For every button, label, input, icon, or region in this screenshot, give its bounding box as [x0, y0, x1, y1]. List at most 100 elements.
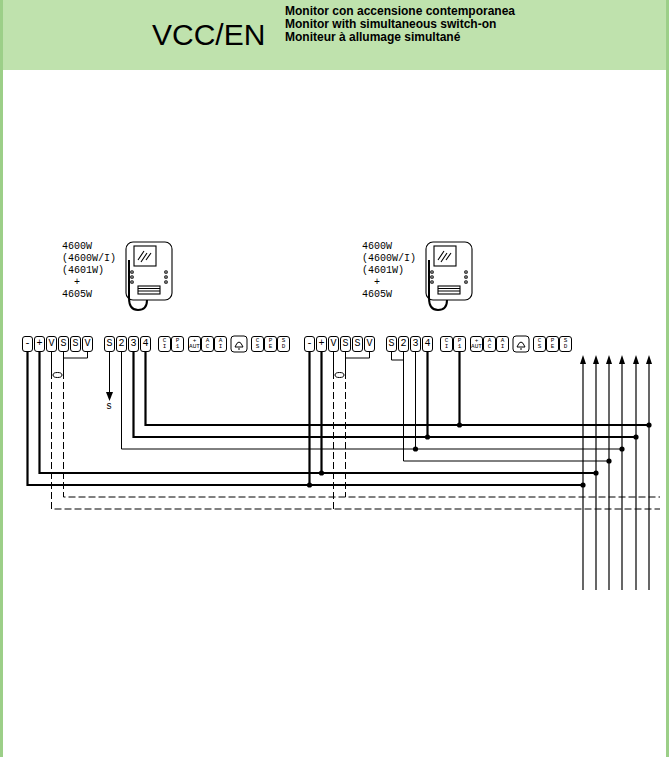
terminal-box: + AUT — [188, 336, 201, 352]
pin-name: + — [318, 338, 324, 350]
pin-name: S D — [282, 338, 286, 351]
terminal-box: S — [70, 336, 81, 352]
pin-name: 2 — [400, 338, 406, 350]
pin-name: P 1 — [458, 338, 462, 351]
frame-line — [0, 0, 3, 757]
frame-line — [666, 0, 669, 757]
pin-name: V — [366, 338, 372, 350]
pin-name: 2 — [118, 338, 124, 350]
pin-name: S — [106, 338, 112, 350]
pin-name: P E — [551, 338, 555, 351]
terminal-box: V — [364, 336, 375, 352]
riser-lines — [583, 362, 649, 590]
terminal-box: 2 — [116, 336, 127, 352]
model-number: (4600W/I) — [62, 253, 116, 265]
model-number: 4605W — [62, 289, 92, 301]
pin-name: + AUT — [189, 338, 200, 351]
pin-name: C S — [256, 338, 260, 351]
terminal-box: P E — [546, 336, 559, 352]
terminal-box: V — [46, 336, 57, 352]
subtitle-line: Moniteur à allumage simultané — [285, 31, 460, 44]
terminal-box: S — [104, 336, 115, 352]
monitor-icon — [126, 242, 172, 310]
thick-wires — [28, 352, 650, 485]
terminal-box: 3 — [128, 336, 139, 352]
terminal-box: S D — [277, 336, 290, 352]
pin-name: + AUT — [471, 338, 482, 351]
pin-name: - — [24, 338, 30, 350]
pin-name: S — [354, 338, 360, 350]
model-number: + — [374, 277, 380, 289]
pin-name: A I — [219, 338, 223, 351]
title: VCC/EN — [152, 19, 265, 51]
terminal-box: 2 — [398, 336, 409, 352]
pin-name: 3 — [412, 338, 418, 350]
pin-name: C I — [445, 338, 449, 351]
terminal-box: + — [316, 336, 327, 352]
terminal-box: S D — [559, 336, 572, 352]
terminal-box: S — [58, 336, 69, 352]
terminal-box: C S — [533, 336, 546, 352]
model-number: (4600W/I) — [362, 253, 416, 265]
model-number: (4601W) — [62, 265, 104, 277]
terminal-box: S — [352, 336, 363, 352]
pin-name: S D — [564, 338, 568, 351]
riser-arrowheads — [106, 355, 652, 401]
pin-name: S — [72, 338, 78, 350]
terminal-box: S — [340, 336, 351, 352]
pin-name: + — [36, 338, 42, 350]
terminal-box: 4 — [140, 336, 151, 352]
header-band — [0, 0, 669, 70]
terminal-box: 3 — [410, 336, 421, 352]
terminal-box: A I — [496, 336, 509, 352]
terminal-box: 4 — [422, 336, 433, 352]
terminal-box: V — [82, 336, 93, 352]
thin-wires — [52, 352, 623, 461]
terminal-box: C I — [158, 336, 171, 352]
terminal-box: - — [304, 336, 315, 352]
model-number: 4600W — [362, 241, 392, 253]
terminal-box: S — [386, 336, 397, 352]
pin-name: P 1 — [176, 338, 180, 351]
monitor-icon — [426, 242, 472, 310]
subtitle-line: Monitor con accensione contemporanea — [285, 5, 515, 18]
terminal-box: + — [34, 336, 45, 352]
pin-name: C I — [163, 338, 167, 351]
pin-name: A I — [501, 338, 505, 351]
model-number: + — [74, 277, 80, 289]
terminal-box: V — [328, 336, 339, 352]
terminal-box: C S — [251, 336, 264, 352]
pin-name: 3 — [130, 338, 136, 350]
pin-name: V — [330, 338, 336, 350]
cable-mark — [53, 373, 344, 378]
pin-name: S — [388, 338, 394, 350]
pin-name: V — [84, 338, 90, 350]
pin-name: A C — [206, 338, 210, 351]
subtitle-line: Monitor with simultaneous switch-on — [285, 18, 496, 31]
pin-name: A C — [488, 338, 492, 351]
model-number: 4600W — [62, 241, 92, 253]
terminal-box: C I — [440, 336, 453, 352]
terminal-box: - — [22, 336, 33, 352]
terminal-box: A C — [201, 336, 214, 352]
terminal-box: P 1 — [171, 336, 184, 352]
bell-terminal — [231, 336, 247, 352]
pin-name: 4 — [142, 338, 148, 350]
junction-dots — [307, 422, 652, 487]
model-number: (4601W) — [362, 265, 404, 277]
pin-name: C S — [538, 338, 542, 351]
terminal-box: P E — [264, 336, 277, 352]
signal-name: s — [106, 401, 112, 413]
pin-name: 4 — [424, 338, 430, 350]
pin-name: S — [60, 338, 66, 350]
bell-terminal — [513, 336, 529, 352]
shield-wires — [52, 372, 661, 509]
pin-name: V — [48, 338, 54, 350]
terminal-box: + AUT — [470, 336, 483, 352]
terminal-box: P 1 — [453, 336, 466, 352]
pin-name: - — [306, 338, 312, 350]
pin-name: P E — [269, 338, 273, 351]
